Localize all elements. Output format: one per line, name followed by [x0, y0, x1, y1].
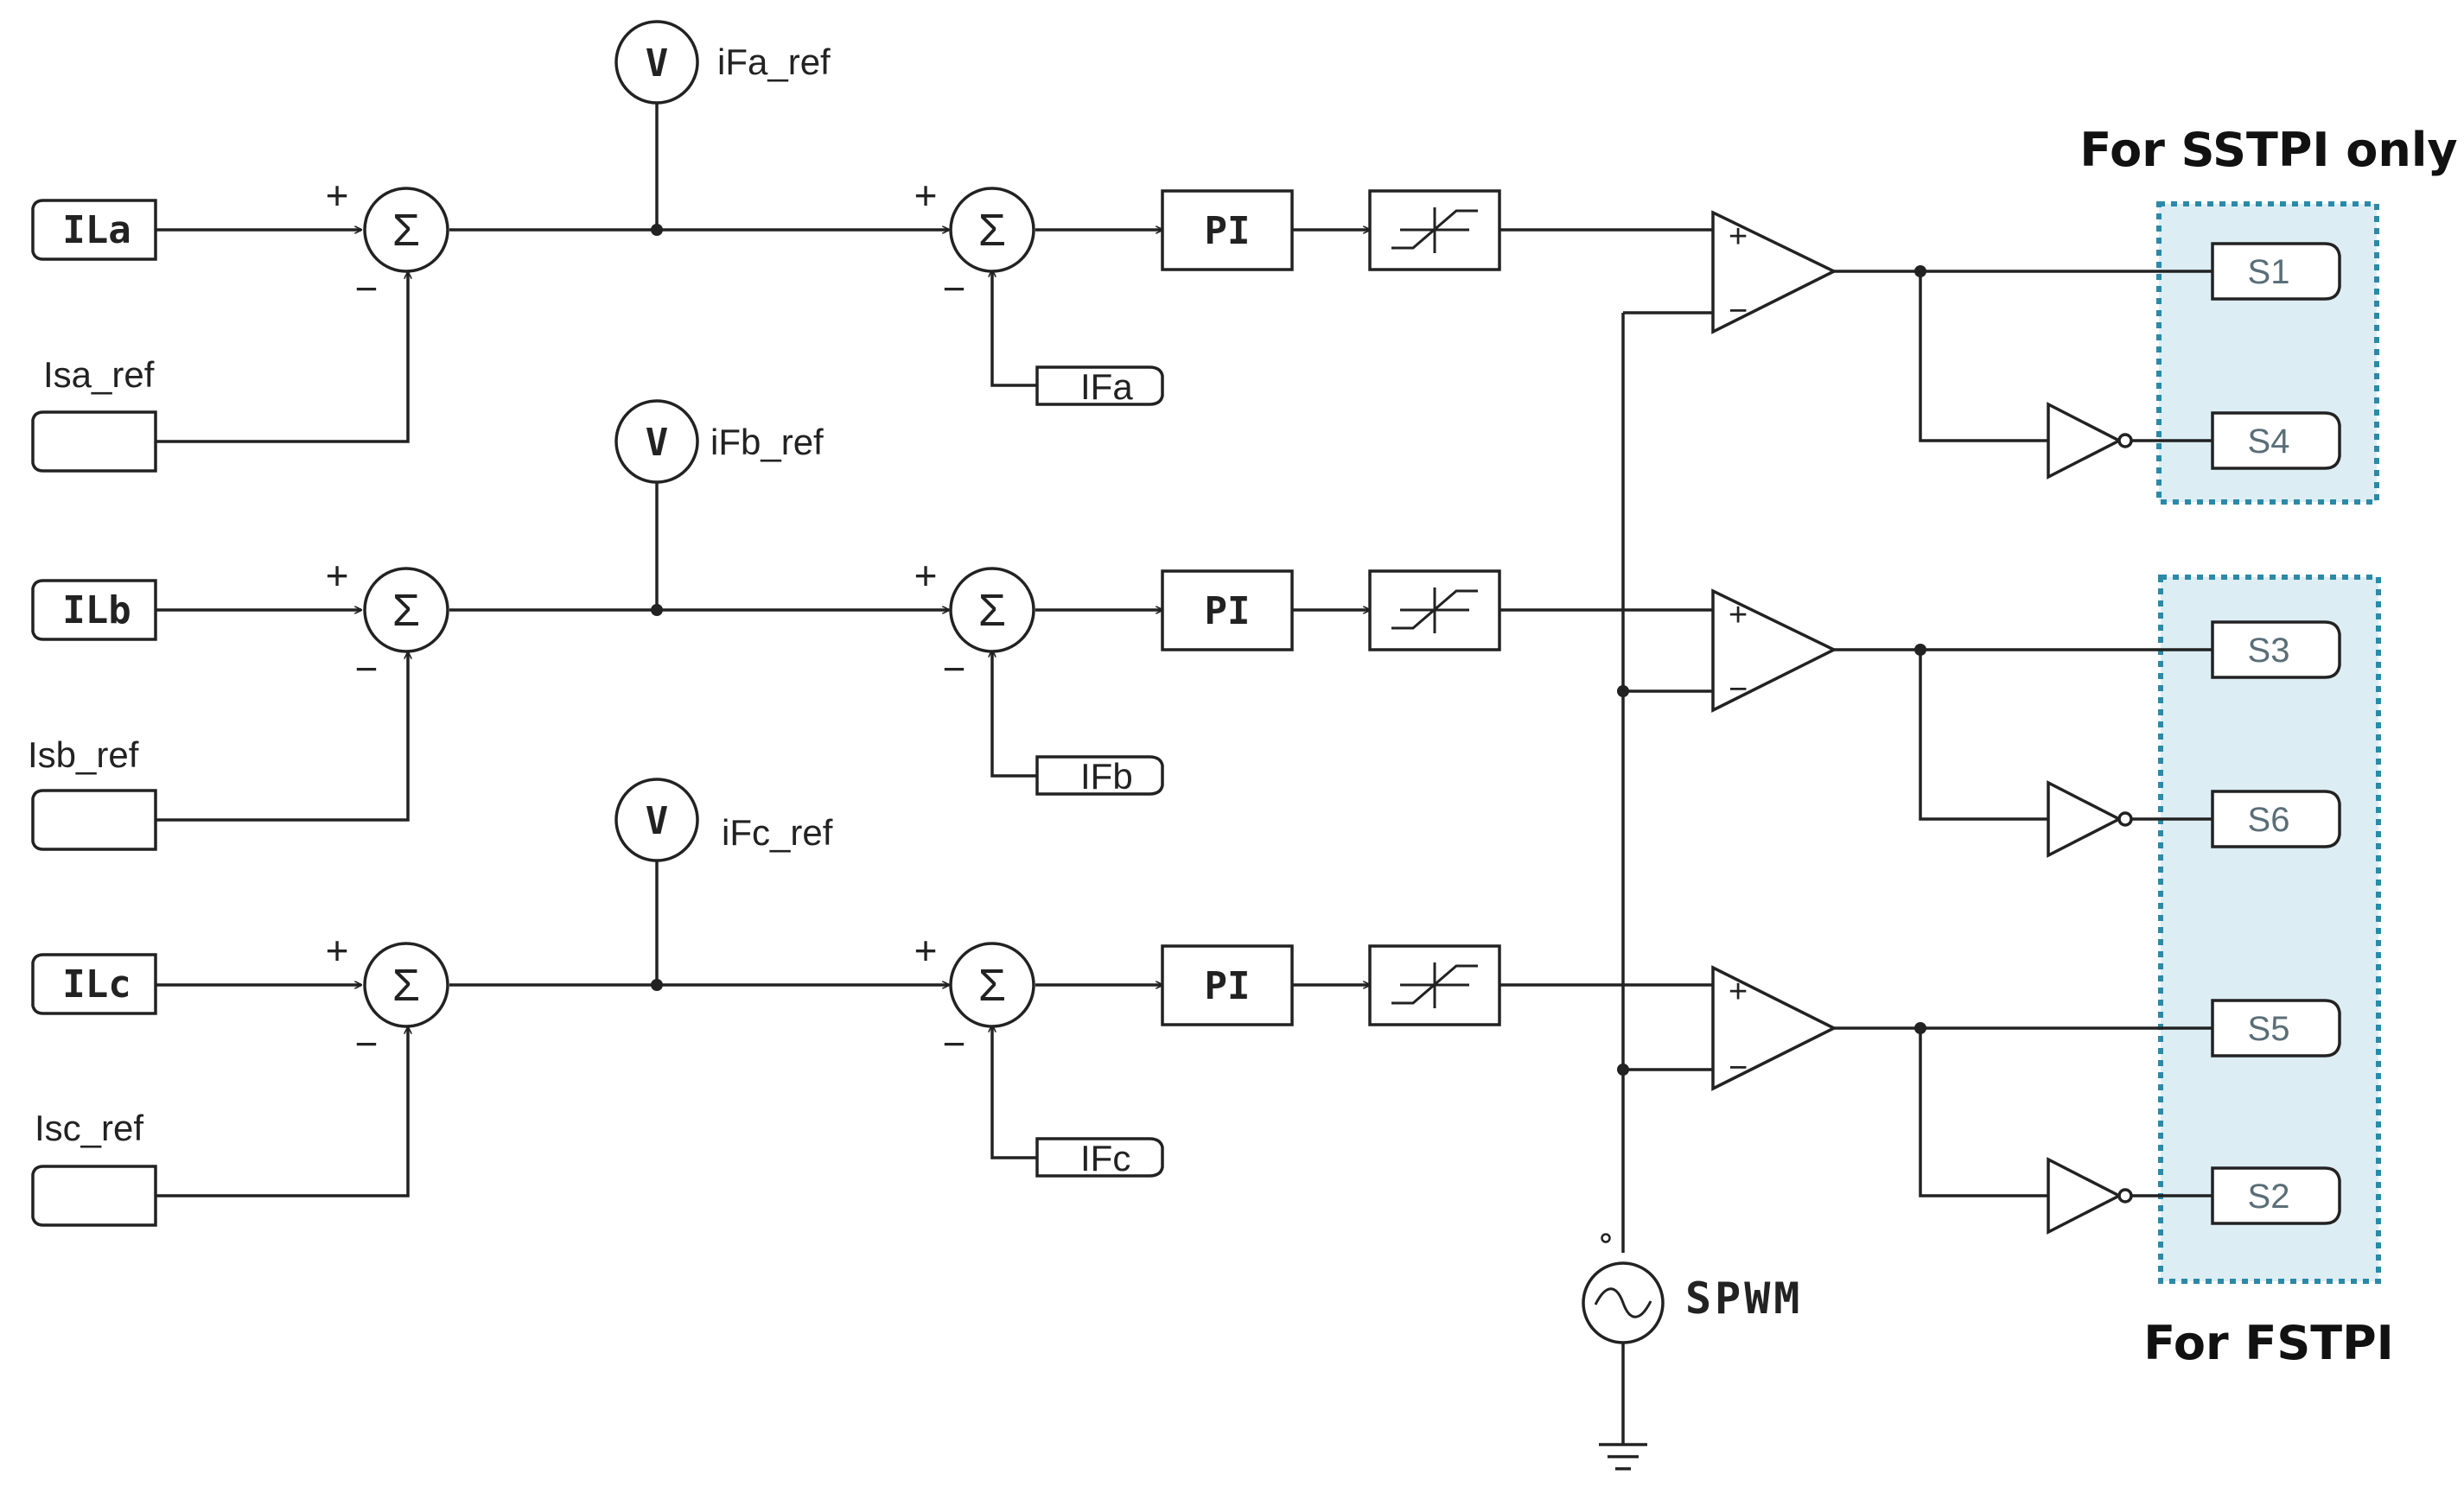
- carrier-section: SPWM: [1582, 311, 1803, 1470]
- inverter-icon: [2047, 402, 2123, 480]
- comparator-icon: [1711, 210, 1837, 334]
- minus-sign: −: [355, 1021, 379, 1066]
- plus-sign: +: [326, 553, 349, 598]
- filter-current-tag: [1035, 755, 1164, 796]
- meter-symbol: V: [646, 421, 669, 465]
- phase-row-c: ILc Isc_ref Σ + − Σ + − V iFc_ref IFc PI: [31, 778, 2341, 1235]
- source-ref-label: Isb_ref: [28, 734, 139, 775]
- gate-signal-label: S2: [2248, 1178, 2290, 1216]
- pi-controller-block: [1161, 569, 1294, 651]
- fstpi-group-box: [2158, 575, 2381, 1284]
- filter-current-tag: [1035, 365, 1164, 406]
- gate-tag: [2211, 620, 2341, 679]
- comparator-plus: +: [1729, 597, 1748, 633]
- source-ref-label: Isc_ref: [35, 1108, 143, 1148]
- summing-junction-icon: [949, 567, 1035, 653]
- spwm-label: SPWM: [1685, 1274, 1803, 1324]
- phase-row-a: ILa Isa_ref Σ + − Σ + − V iFa_ref IFa: [31, 20, 2341, 480]
- gate-signal-label: S3: [2248, 632, 2290, 670]
- phase-row-b: ILb Isb_ref Σ + − Σ + − V iFb_ref IFb PI: [28, 399, 2341, 858]
- summing-junction-icon: [363, 567, 449, 653]
- summing-junction-icon: [363, 187, 449, 273]
- gate-tag: [2211, 999, 2341, 1058]
- load-current-label: ILb: [62, 588, 131, 632]
- gate-tag: [2211, 242, 2341, 301]
- fstpi-group-label: For FSTPI: [2143, 1316, 2394, 1370]
- pi-label: PI: [1205, 964, 1251, 1008]
- pi-label: PI: [1205, 589, 1251, 633]
- voltmeter-icon: [614, 399, 699, 484]
- ground-icon: [1599, 1443, 1647, 1470]
- meter-symbol: V: [646, 41, 669, 86]
- pi-controller-block: [1161, 944, 1294, 1026]
- plus-sign: +: [326, 928, 349, 973]
- pi-controller-block: [1161, 189, 1294, 271]
- filter-ref-label: iFa_ref: [717, 41, 831, 82]
- input-tag: [31, 953, 157, 1015]
- input-tag: [31, 789, 157, 851]
- load-current-label: ILc: [62, 962, 131, 1007]
- plus-sign: +: [914, 553, 938, 598]
- sum-symbol: Σ: [978, 206, 1006, 256]
- comparator-plus: +: [1729, 219, 1748, 255]
- filter-current-label: IFa: [1080, 366, 1133, 407]
- gate-tag: [2211, 790, 2341, 848]
- sum-symbol: Σ: [392, 961, 420, 1011]
- input-tag: [31, 199, 157, 261]
- gate-signal-label: S5: [2248, 1010, 2290, 1048]
- load-current-label: ILa: [62, 208, 131, 252]
- inverter-icon: [2047, 1157, 2123, 1235]
- minus-sign: −: [355, 646, 379, 691]
- minus-sign: −: [943, 646, 966, 691]
- input-tag: [31, 579, 157, 641]
- filter-ref-label: iFc_ref: [722, 812, 833, 853]
- source-ref-label: Isa_ref: [43, 354, 155, 395]
- sum-symbol: Σ: [392, 586, 420, 636]
- gate-signal-label: S6: [2248, 801, 2290, 839]
- input-tag: [31, 1165, 157, 1227]
- inverter-icon: [2047, 780, 2123, 858]
- minus-sign: −: [943, 266, 966, 311]
- summing-junction-icon: [363, 942, 449, 1028]
- filter-current-label: IFb: [1080, 756, 1133, 797]
- plus-sign: +: [914, 928, 938, 973]
- limiter-block: [1368, 569, 1501, 651]
- summing-junction-icon: [949, 187, 1035, 273]
- minus-sign: −: [355, 266, 379, 311]
- comparator-minus: −: [1729, 293, 1748, 329]
- plus-sign: +: [914, 173, 938, 218]
- gate-signal-label: S4: [2248, 422, 2290, 460]
- filter-ref-label: iFb_ref: [710, 422, 824, 462]
- plus-sign: +: [326, 173, 349, 218]
- comparator-plus: +: [1729, 974, 1748, 1010]
- comparator-icon: [1711, 588, 1837, 713]
- sum-symbol: Σ: [392, 206, 420, 256]
- meter-symbol: V: [646, 799, 669, 843]
- comparator-icon: [1711, 965, 1837, 1091]
- gate-tag: [2211, 411, 2341, 470]
- filter-current-label: IFc: [1080, 1138, 1130, 1178]
- voltmeter-icon: [614, 778, 699, 862]
- summing-junction-icon: [949, 942, 1035, 1028]
- gate-tag: [2211, 1166, 2341, 1225]
- sum-symbol: Σ: [978, 961, 1006, 1011]
- voltmeter-icon: [614, 20, 699, 105]
- gate-signal-label: S1: [2248, 253, 2290, 291]
- comparator-minus: −: [1729, 671, 1748, 708]
- sstpi-group-label: For SSTPI only: [2079, 123, 2457, 177]
- minus-sign: −: [943, 1021, 966, 1066]
- filter-current-tag: [1035, 1137, 1164, 1178]
- pi-label: PI: [1205, 209, 1251, 253]
- sum-symbol: Σ: [978, 586, 1006, 636]
- input-tag: [31, 410, 157, 473]
- comparator-minus: −: [1729, 1050, 1748, 1086]
